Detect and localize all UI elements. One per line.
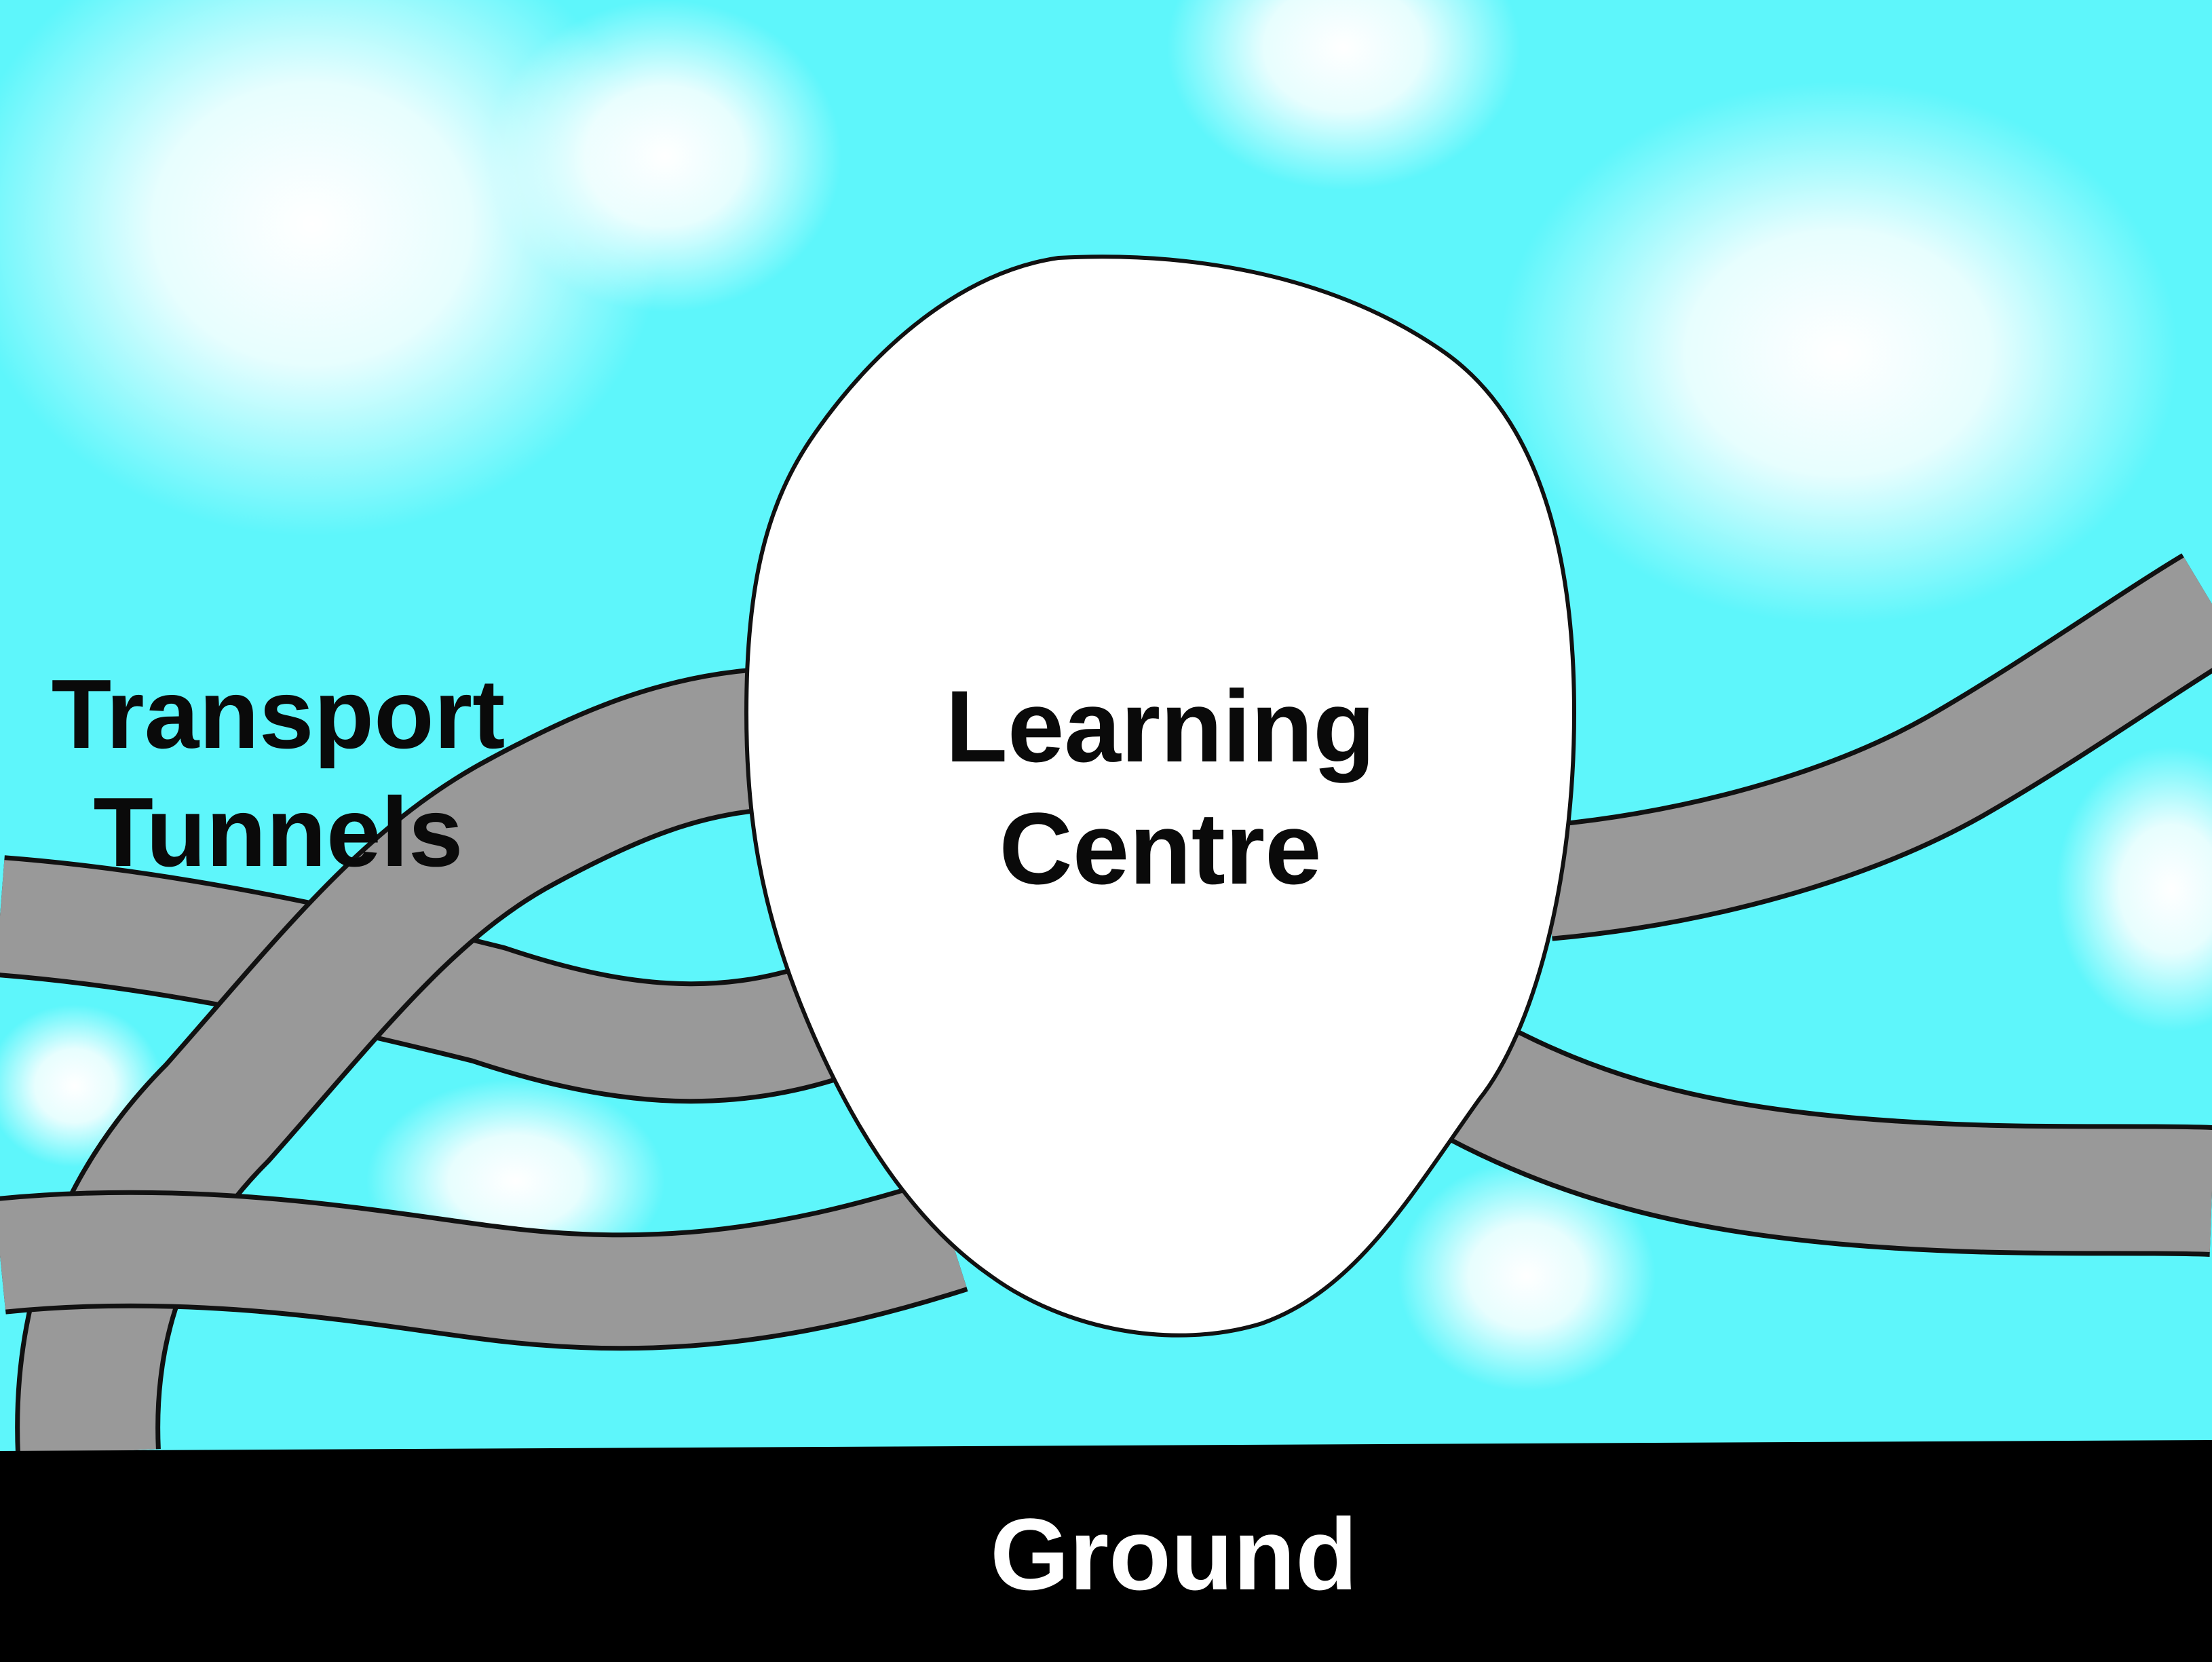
transport-label-line1: Transport bbox=[51, 659, 506, 769]
tunnel-right-lower bbox=[1426, 1015, 2212, 1257]
learning-label-line2: Centre bbox=[999, 791, 1322, 905]
cloud-glow-low-right bbox=[1398, 1160, 1656, 1391]
learning-centre-shape bbox=[744, 254, 1577, 1338]
tunnel-left-upper bbox=[0, 855, 855, 1104]
learning-centre-label: Learning Centre bbox=[801, 665, 1520, 909]
learning-label-line1: Learning bbox=[945, 669, 1375, 783]
tunnel-left-lower bbox=[0, 1179, 968, 1351]
transport-label-line2: Tunnels bbox=[93, 777, 463, 887]
cloud-glow-right-edge bbox=[2056, 747, 2212, 1032]
cloud-glow-right bbox=[1500, 81, 2178, 624]
tunnel-right-upper bbox=[1542, 553, 2212, 941]
cloud-glows bbox=[0, 0, 2212, 1391]
transport-tunnels bbox=[0, 553, 2212, 1456]
ground-label: Ground bbox=[990, 1497, 1358, 1611]
cloud-glow-top bbox=[1167, 0, 1520, 190]
cloud-glow-left-small bbox=[489, 0, 841, 312]
ground-strip bbox=[0, 1440, 2212, 1662]
transport-tunnels-label: Transport Tunnels bbox=[14, 655, 543, 891]
